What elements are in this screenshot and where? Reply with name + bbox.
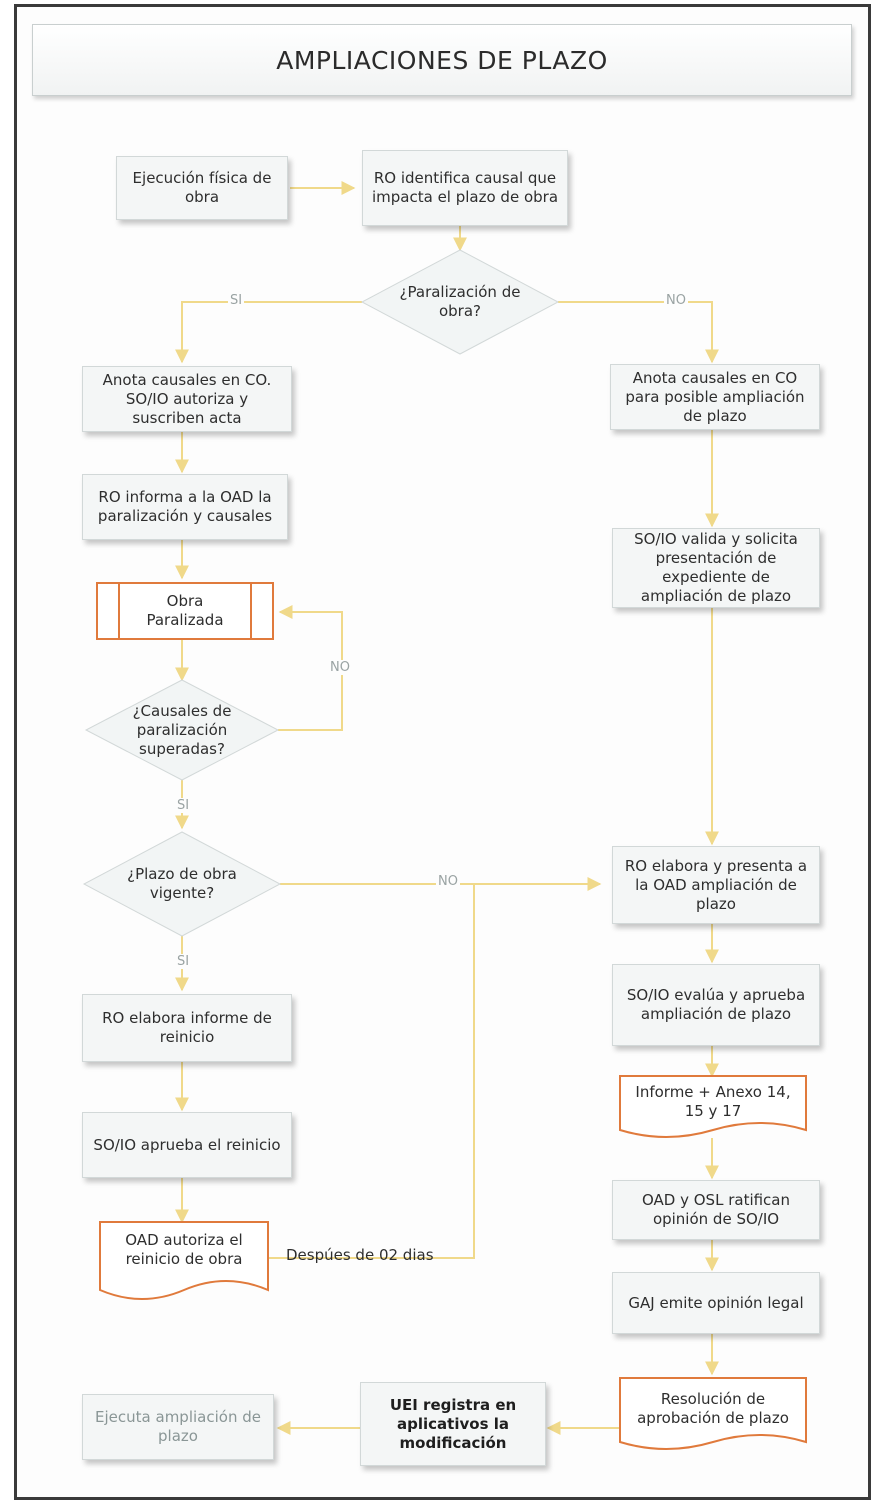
node-ro-elabora-presenta: RO elabora y presenta a la OAD ampliació… (612, 846, 820, 924)
decision-plazo-shape (82, 831, 282, 937)
decision-paralizacion-shape (360, 249, 560, 355)
edge-paralizacion-si (175, 301, 362, 364)
edge-oad-despues (268, 884, 475, 1259)
decision-causales-shape (84, 679, 280, 781)
edge-label-si-causales: SI (175, 798, 192, 813)
node-anota-causales-posible: Anota causales en CO para posible amplia… (610, 364, 820, 430)
decision-causales-superadas: ¿Causales de paralización superadas? (132, 701, 232, 758)
edge-paralizacion-no (558, 301, 719, 364)
node-oad-osl-ratifican: OAD y OSL ratifican opinión de SO/IO (612, 1180, 820, 1240)
process-bar-left (118, 584, 120, 638)
node-obra-paralizada: Obra Paralizada (96, 582, 274, 640)
doc-resolucion-aprobacion: Resolución de aprobación de plazo (637, 1390, 789, 1427)
node-uei-registra: UEI registra en aplicativos la modificac… (360, 1382, 546, 1466)
node-ro-informa-oad: RO informa a la OAD la paralización y ca… (82, 474, 288, 540)
node-so-aprueba-reinicio: SO/IO aprueba el reinicio (82, 1112, 292, 1178)
node-so-evalua-aprueba: SO/IO evalúa y aprueba ampliación de pla… (612, 964, 820, 1046)
node-so-valida-solicita: SO/IO valida y solicita presentación de … (612, 528, 820, 608)
node-ejecuta-ampliacion: Ejecuta ampliación de plazo (82, 1394, 274, 1460)
doc-resolucion-shape (619, 1377, 807, 1450)
node-gaj-emite-opinion: GAJ emite opinión legal (612, 1272, 820, 1334)
doc-informe-anexo-shape (619, 1075, 807, 1138)
process-bar-right (250, 584, 252, 638)
node-ejecucion-fisica: Ejecución física de obra (116, 156, 288, 220)
page-title: AMPLIACIONES DE PLAZO (32, 24, 852, 96)
node-anota-causales-acta: Anota causales en CO. SO/IO autoriza y s… (82, 366, 292, 432)
edge-label-si-plazo: SI (175, 954, 192, 969)
node-ro-informe-reinicio: RO elabora informe de reinicio (82, 994, 292, 1062)
decision-paralizacion: ¿Paralización de obra? (399, 283, 521, 320)
doc-oad-autoriza-reinicio: OAD autoriza el reinicio de obra (125, 1231, 243, 1268)
edge-label-no-causales: NO (328, 660, 352, 675)
node-obra-paralizada-label: Obra Paralizada (146, 592, 224, 629)
edge-label-no-plazo: NO (436, 874, 460, 889)
edge-label-si-paralizacion: SI (228, 293, 245, 308)
node-ro-identifica: RO identifica causal que impacta el plaz… (362, 150, 568, 226)
note-despues-02-dias: Despúes de 02 dias (286, 1246, 434, 1264)
edge-label-no-paralizacion: NO (664, 293, 688, 308)
doc-informe-anexo: Informe + Anexo 14, 15 y 17 (635, 1083, 791, 1120)
doc-oad-autoriza-shape (99, 1221, 269, 1300)
decision-plazo-vigente: ¿Plazo de obra vigente? (127, 865, 237, 902)
